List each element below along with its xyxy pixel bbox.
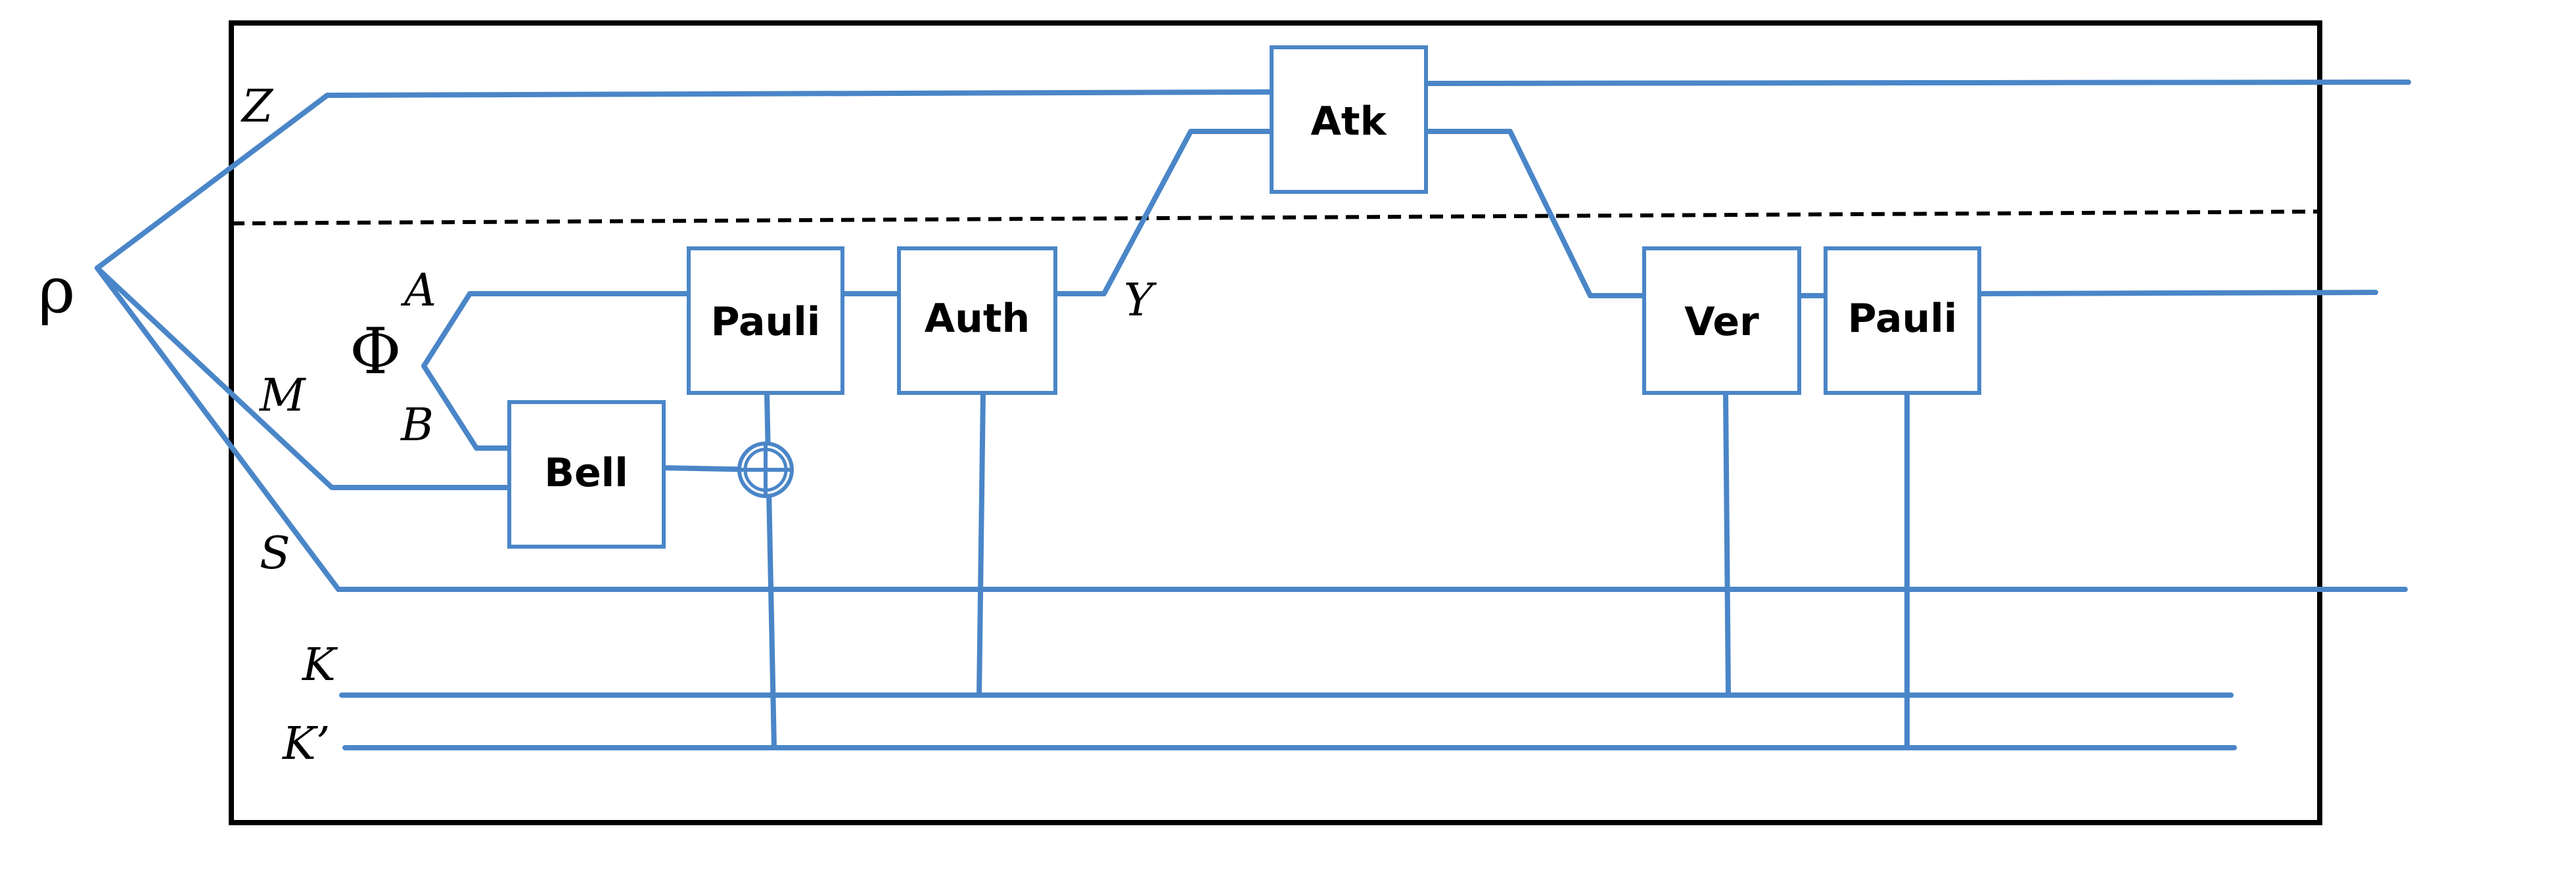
register-S-label: S — [260, 528, 290, 580]
wire-Y-to-atk — [1053, 129, 1274, 296]
gate-ver — [1642, 246, 1801, 395]
gate-pauli-dec — [1824, 246, 1981, 395]
register-Kprime-label: K’ — [281, 718, 330, 770]
register-M-label: M — [258, 370, 307, 422]
gate-pauli-dec-label: Pauli — [1848, 296, 1958, 342]
wire-M — [95, 265, 512, 490]
state-rho-label: ρ — [38, 254, 75, 327]
register-Z-label: Z — [241, 81, 274, 133]
control-ver — [1723, 390, 1731, 698]
wire-Z-out — [1423, 80, 2411, 86]
gate-atk — [1270, 45, 1428, 194]
gate-bell-label: Bell — [544, 450, 628, 496]
gate-pauli-enc — [687, 246, 844, 395]
register-Y-label: Y — [1124, 275, 1157, 327]
protocol-frame — [229, 20, 2322, 825]
epr-phi-label: Φ — [350, 315, 402, 388]
register-K-label: K — [301, 639, 338, 691]
wire-Z-in — [95, 89, 1274, 271]
wire-S — [95, 265, 2408, 592]
gate-ver-label: Ver — [1684, 299, 1759, 345]
gate-auth-label: Auth — [925, 296, 1030, 342]
register-B-label: B — [400, 399, 434, 451]
register-A-label: A — [400, 265, 436, 317]
gate-atk-label: Atk — [1310, 99, 1387, 145]
gate-bell — [507, 400, 666, 549]
wire-AB — [421, 291, 512, 451]
adversary-separator — [231, 210, 2320, 225]
gate-auth — [897, 246, 1057, 395]
control-auth — [977, 390, 986, 698]
wire-A-out — [1977, 290, 2378, 296]
wire-atk-to-ver — [1423, 129, 1647, 298]
gate-pauli-enc-label: Pauli — [711, 299, 821, 345]
